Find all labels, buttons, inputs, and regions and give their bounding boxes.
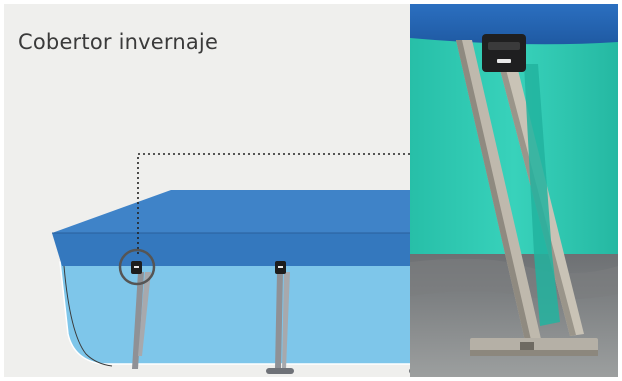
illustration-frame: Cobertor invernaje: [4, 4, 618, 377]
photo-detail: [4, 4, 618, 377]
photo-strap-clip-icon: [482, 34, 526, 72]
